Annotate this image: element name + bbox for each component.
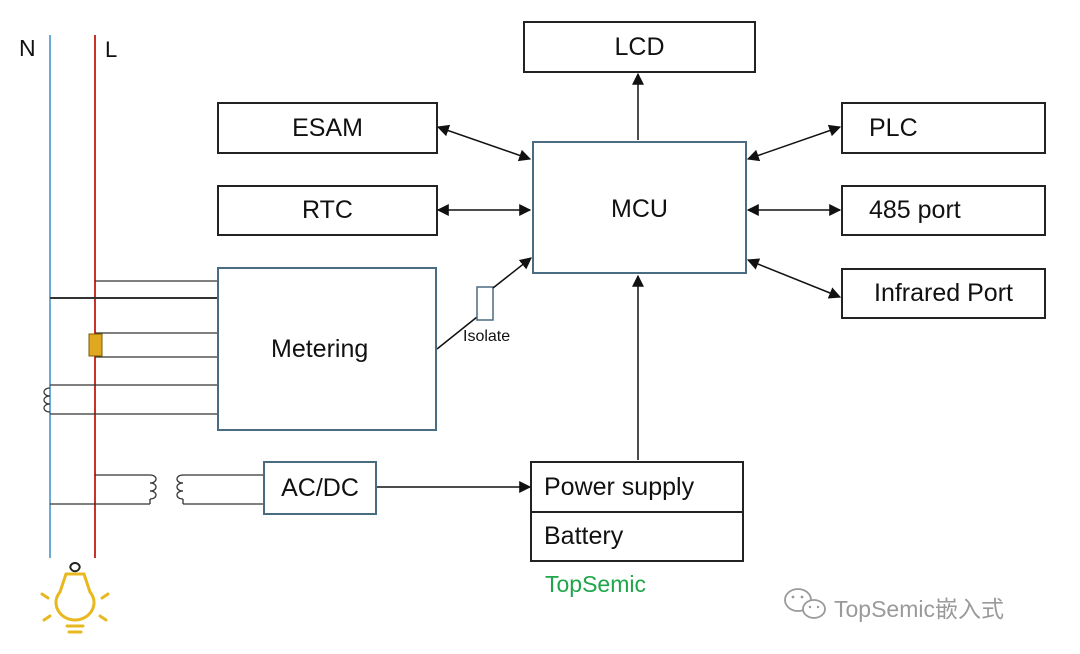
wechat-icon	[784, 588, 826, 619]
mcu-infrared-arrow	[746, 258, 842, 299]
lcd-block: LCD	[523, 21, 756, 73]
metering-to-isolate-wire	[436, 316, 478, 350]
isolate-component	[476, 286, 494, 321]
mcu-block: MCU	[532, 141, 747, 274]
fuse-icon	[88, 333, 103, 357]
metering-input-wires	[50, 280, 218, 415]
acdc-input-wires	[50, 474, 264, 505]
metering-label: Metering	[271, 334, 369, 363]
plc-label: PLC	[869, 113, 918, 142]
neutral-line-label: N	[19, 35, 36, 61]
lcd-label: LCD	[614, 32, 665, 61]
acdc-label: AC/DC	[281, 473, 359, 502]
light-bulb-icon	[40, 562, 110, 634]
watermark-text: TopSemic嵌入式	[834, 596, 1004, 622]
isolate-label: Isolate	[463, 328, 511, 345]
esam-block: ESAM	[217, 102, 438, 154]
acdc-block: AC/DC	[263, 461, 377, 515]
port485-label: 485 port	[869, 196, 961, 224]
plc-block: PLC	[841, 102, 1046, 154]
battery-label: Battery	[544, 522, 624, 550]
mcu-plc-arrow	[746, 124, 842, 162]
transformer-coil-icon	[43, 387, 51, 413]
metering-block: Metering	[217, 267, 437, 431]
esam-label: ESAM	[292, 113, 363, 142]
brand-label: TopSemic	[545, 571, 646, 597]
infrared-port-label: Infrared Port	[874, 279, 1013, 307]
rtc-block: RTC	[217, 185, 438, 236]
power-supply-label: Power supply	[544, 472, 695, 501]
live-line-label: L	[105, 37, 118, 62]
infrared-port-block: Infrared Port	[841, 268, 1046, 319]
mcu-label: MCU	[611, 195, 668, 223]
isolate-to-mcu-arrow	[492, 257, 532, 289]
port485-block: 485 port	[841, 185, 1046, 236]
esam-mcu-arrow	[436, 124, 532, 162]
rtc-label: RTC	[302, 196, 353, 224]
power-supply-block: Power supply	[530, 461, 744, 513]
battery-block: Battery	[530, 511, 744, 562]
